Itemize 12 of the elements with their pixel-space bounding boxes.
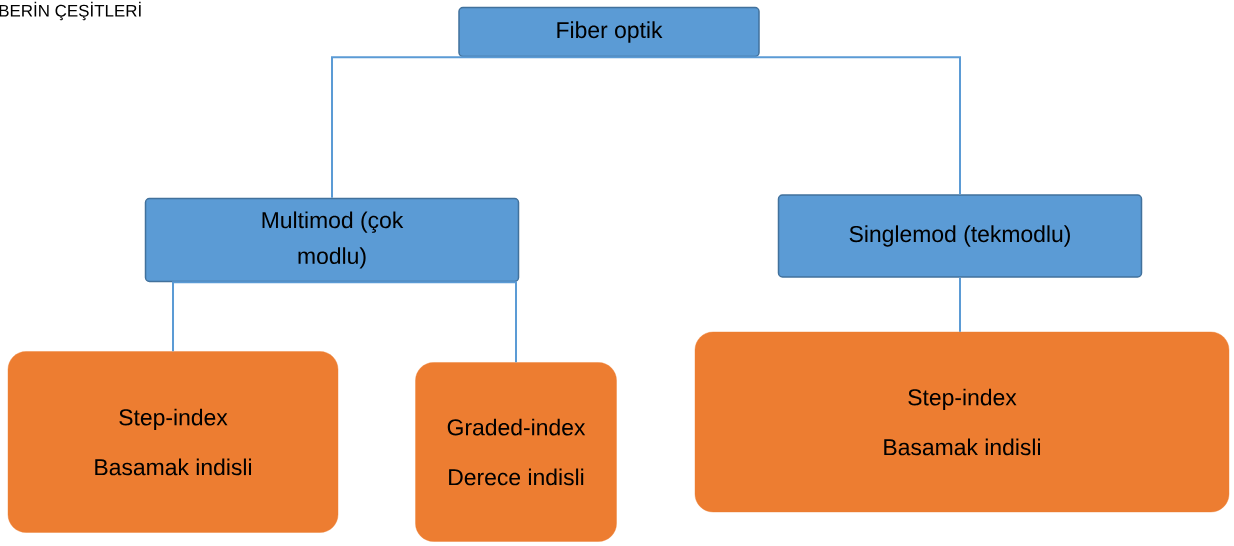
type-box: Step-index Basamak indisli <box>694 331 1230 513</box>
category-box: Singlemod (tekmodlu) <box>777 194 1143 278</box>
type-box: Step-index Basamak indisli <box>7 351 339 533</box>
connector-line <box>331 281 517 364</box>
category-box: Fiber optik <box>458 6 760 58</box>
type-box: Graded-index Derece indisli <box>415 362 617 542</box>
connector-line <box>959 276 961 333</box>
connector-line <box>608 56 961 196</box>
category-box: Multimod (çok modlu) <box>144 197 520 283</box>
heading: BERİN ÇEŞİTLERİ <box>0 1 141 21</box>
connector-line <box>331 56 610 199</box>
connector-line <box>172 281 333 353</box>
